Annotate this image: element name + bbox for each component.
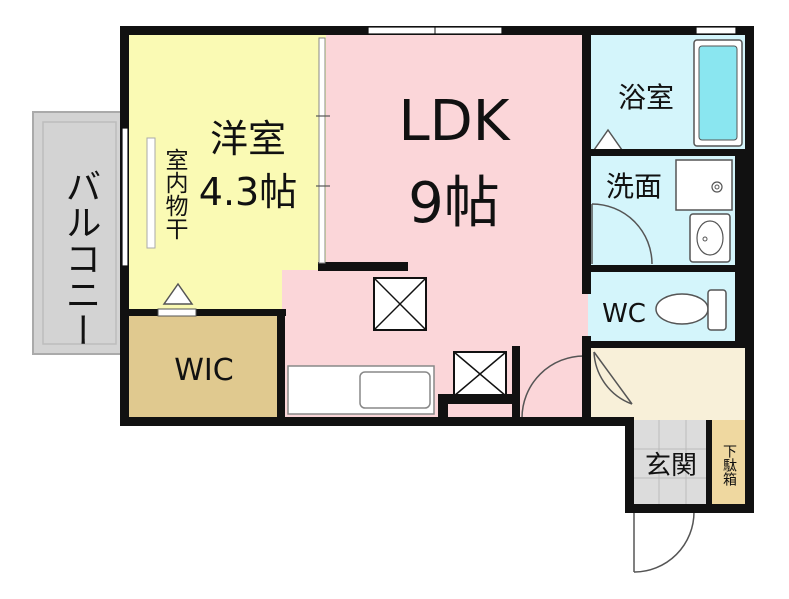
wc-door-swing xyxy=(593,351,633,405)
western-name-label: 洋室 xyxy=(210,117,286,161)
bath-label: 浴室 xyxy=(618,81,674,114)
balcony xyxy=(32,111,127,355)
entrance-label: 玄関 xyxy=(645,451,697,481)
entrance-door-swing xyxy=(633,511,695,573)
windows xyxy=(121,26,737,267)
sliding-door-western-ldk xyxy=(316,37,330,264)
ldk-size-label: 9帖 xyxy=(408,171,500,236)
bath-window xyxy=(695,26,737,35)
entrance-tiles xyxy=(632,420,712,508)
ldk-floor-upper xyxy=(326,30,588,270)
washroom-door-swing xyxy=(591,203,653,265)
ldk-door-swing xyxy=(521,355,585,419)
shoe-box-floor xyxy=(712,420,748,508)
washroom-label: 洗面 xyxy=(606,170,662,203)
shoe-box-label: 下駄箱 xyxy=(721,444,737,486)
kitchen-sink xyxy=(359,371,431,409)
ldk-storage-upper xyxy=(373,277,427,331)
kitchen xyxy=(287,365,435,415)
toilet xyxy=(655,289,727,331)
indoor-drying-label: 室内物干 xyxy=(161,148,189,240)
wash-basin xyxy=(689,213,731,263)
western-step-marker xyxy=(162,282,194,305)
wic-floor xyxy=(126,312,282,420)
indoor-drying-bar xyxy=(146,137,156,249)
wic-label: WIC xyxy=(174,353,233,388)
bathtub xyxy=(693,39,743,147)
balcony-label: バルコニー xyxy=(60,168,101,348)
entrance-floor xyxy=(632,420,712,508)
western-size-label: 4.3帖 xyxy=(199,170,297,214)
washing-machine-pan xyxy=(675,159,733,211)
balcony-floor xyxy=(32,111,127,355)
ldk-storage-lower xyxy=(453,351,507,397)
hall-floor xyxy=(588,344,748,420)
bathtub-water xyxy=(698,45,738,141)
wc-label: WC xyxy=(602,299,646,329)
ldk-name-label: LDK xyxy=(398,89,510,154)
western-window xyxy=(121,127,129,267)
western-room-floor xyxy=(126,30,326,312)
wic-door xyxy=(157,308,197,317)
balcony-inner-rail xyxy=(42,121,117,345)
